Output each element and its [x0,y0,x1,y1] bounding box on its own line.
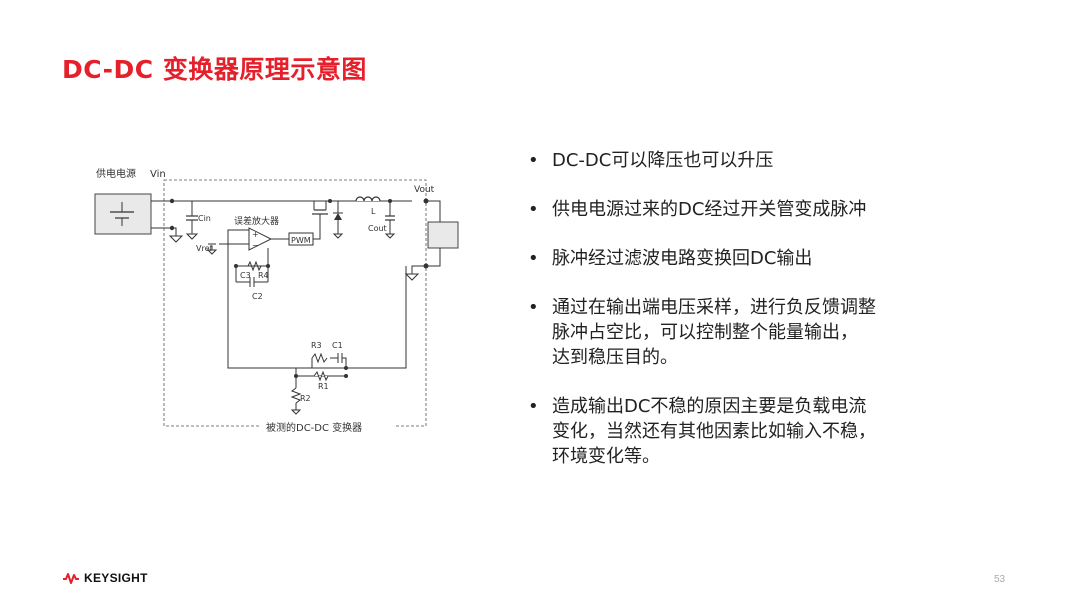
inductor [355,196,381,202]
r3-label: R3 [311,341,322,350]
cin-label: Cin [198,214,211,223]
bullet-item: •供电电源过来的DC经过开关管变成脉冲 [528,199,867,220]
diode [334,213,342,220]
error-amp-label: 误差放大器 [234,215,279,227]
vout-label: Vout [414,185,435,195]
c3-label: C3 [240,271,251,280]
bullet-item: •脉冲经过滤波电路变换回DC输出 [528,248,813,269]
power-supply [94,193,152,235]
svg-text:+: + [252,230,259,239]
cout-label: Cout [368,224,387,233]
bullet-list: •DC-DC可以降压也可以升压 •供电电源过来的DC经过开关管变成脉冲 •脉冲经… [524,148,944,493]
dut-label: 被测的DC-DC 变换器 [266,421,362,434]
r1-label: R1 [318,382,329,391]
dc-dc-converter-schematic: 被测的DC-DC 变换器 供电电源 Vin Cin 误差放大器 + − Vref… [94,167,459,434]
keysight-wave-icon [63,573,79,584]
supply-label: 供电电源 [96,167,136,180]
load [427,221,459,249]
page-title: DC-DC 变换器原理示意图 [62,55,367,84]
c2-label: C2 [252,292,263,301]
error-amp [248,227,273,251]
pwm-label: PWM [291,236,311,245]
c1-label: C1 [332,341,343,350]
bullet-item: •通过在输出端电压采样，进行负反馈调整 脉冲占空比，可以控制整个能量输出， 达到… [528,297,876,368]
logo-text: KEYSIGHT [84,571,148,585]
bullet-item: •造成输出DC不稳的原因主要是负载电流 变化，当然还有其他因素比如输入不稳， 环… [528,396,876,467]
svg-text:−: − [252,241,259,250]
l-label: L [371,207,376,216]
vref-label: Vref [196,244,213,253]
bullet-item: •DC-DC可以降压也可以升压 [528,150,774,171]
vin-label: Vin [150,169,166,180]
page-number: 53 [994,574,1006,585]
dut-boundary [163,179,427,427]
r2-label: R2 [300,394,311,403]
keysight-logo: KEYSIGHT [62,571,148,585]
r4-label: R4 [258,271,269,280]
